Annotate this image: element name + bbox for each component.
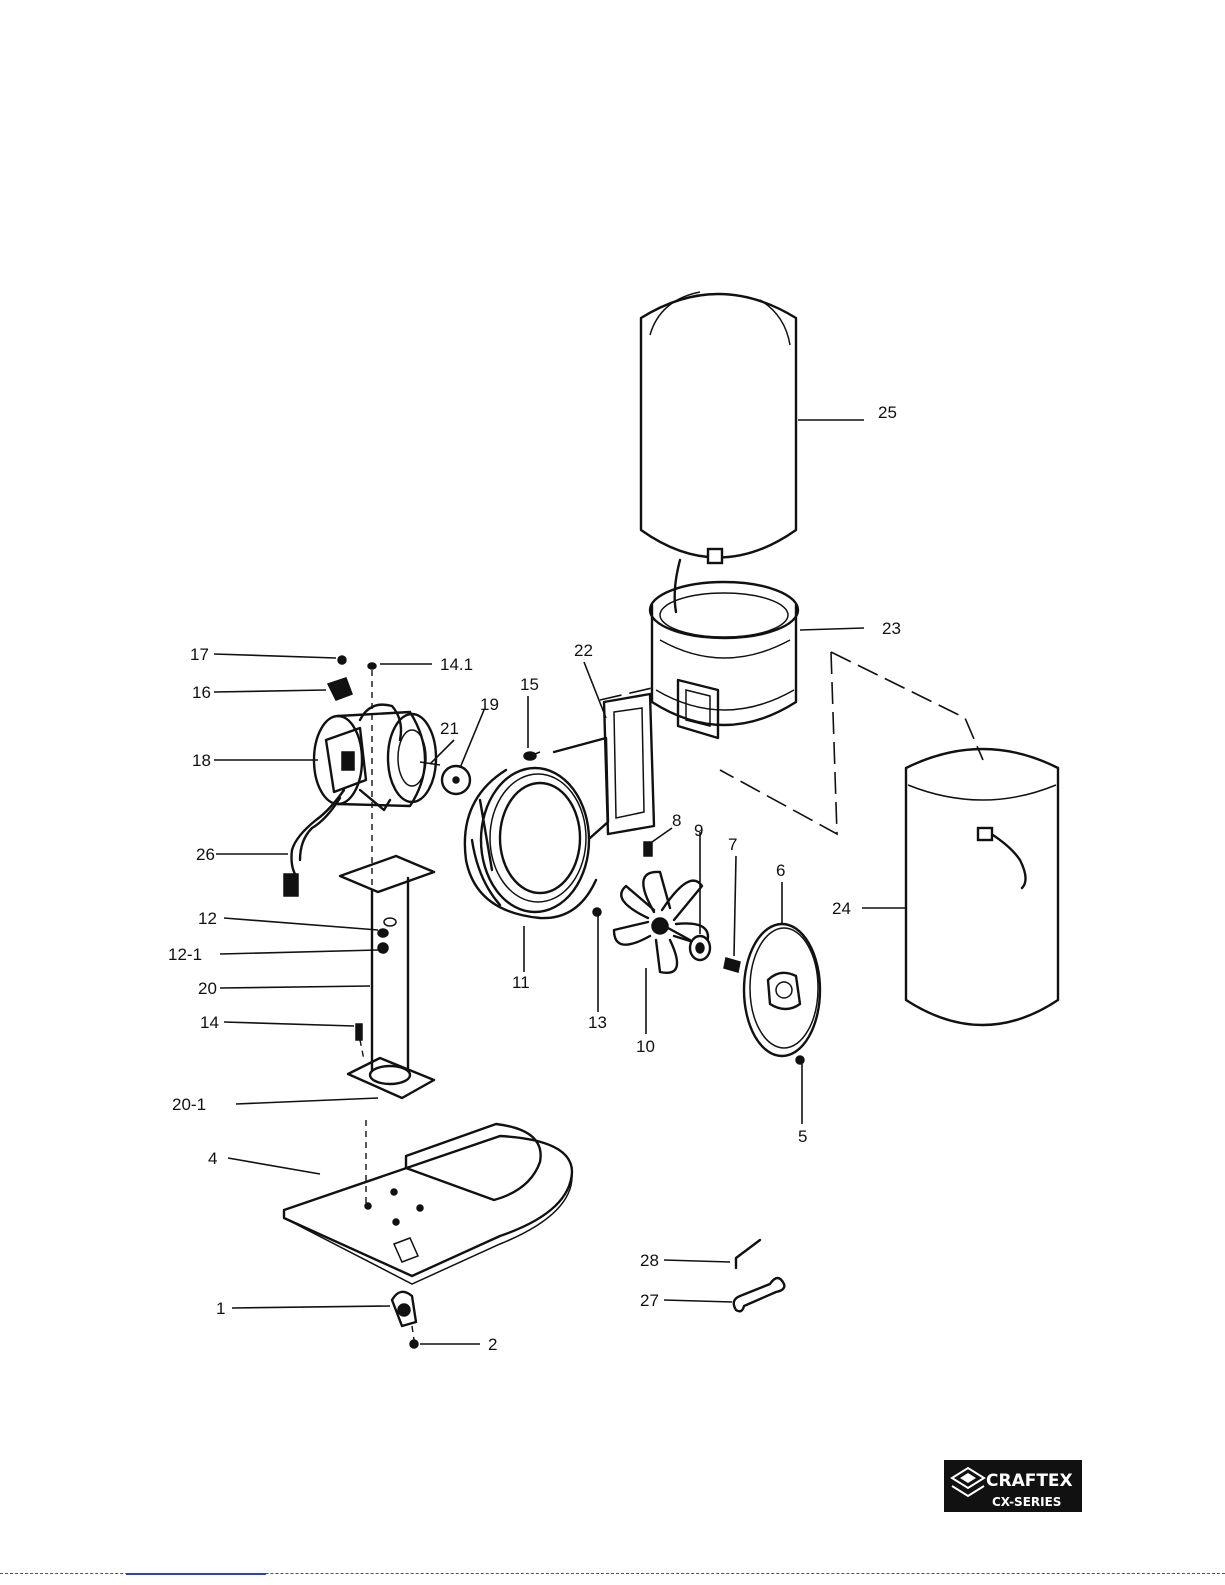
impeller-washer	[690, 936, 710, 960]
label-10: 10	[636, 1037, 655, 1056]
motor	[314, 705, 440, 810]
label-7: 7	[728, 835, 737, 854]
label-24: 24	[832, 899, 851, 918]
label-20: 20	[198, 979, 217, 998]
nut	[378, 929, 388, 937]
caster-screw	[410, 1326, 418, 1348]
label-23: 23	[882, 619, 901, 638]
switch	[328, 678, 352, 700]
label-17: 17	[190, 645, 209, 664]
label-14: 14	[200, 1013, 219, 1032]
label-13: 13	[588, 1013, 607, 1032]
wrench	[734, 1278, 785, 1311]
label-16: 16	[192, 683, 211, 702]
hex-key	[736, 1240, 760, 1268]
housing-screw	[593, 908, 601, 916]
label-26: 26	[196, 845, 215, 864]
label-5: 5	[798, 1127, 807, 1146]
housing-bolt	[524, 752, 540, 760]
label-25: 25	[878, 403, 897, 422]
label-21: 21	[440, 719, 459, 738]
label-6: 6	[776, 861, 785, 880]
label-15: 15	[520, 675, 539, 694]
blower-housing	[465, 738, 608, 918]
logo-series: CX-SERIES	[992, 1495, 1061, 1509]
label-2: 2	[488, 1335, 497, 1354]
label-12-1: 12-1	[168, 945, 202, 964]
inlet-cover	[744, 924, 820, 1056]
label-22: 22	[574, 641, 593, 660]
lower-dust-bag	[906, 749, 1058, 1025]
motor-screw	[368, 663, 376, 920]
label-20-1: 20-1	[172, 1095, 206, 1114]
switch-nut	[338, 656, 346, 664]
label-18: 18	[192, 751, 211, 770]
label-9: 9	[694, 821, 703, 840]
flange-screw	[356, 1024, 364, 1060]
caster	[392, 1292, 416, 1326]
assembly-line-drum-lower	[720, 652, 837, 834]
part-labels: 25 23 24 17 14.1 16 18 26 12 12-1 20 14 …	[168, 403, 901, 1354]
collector-drum	[650, 582, 798, 738]
flange-gasket	[604, 694, 654, 834]
craftex-logo: CRAFTEX CX-SERIES	[944, 1460, 1082, 1512]
impeller-bolt	[724, 958, 740, 972]
base-plate	[284, 1120, 572, 1284]
label-8: 8	[672, 811, 681, 830]
label-28: 28	[640, 1251, 659, 1270]
logo-brand: CRAFTEX	[986, 1471, 1073, 1491]
label-27: 27	[640, 1291, 659, 1310]
motor-column	[340, 856, 434, 1070]
cover-screw	[796, 1056, 804, 1064]
label-4: 4	[208, 1149, 217, 1168]
washer	[442, 766, 470, 794]
label-11: 11	[512, 973, 530, 992]
lock-washer	[378, 943, 388, 953]
label-14-1: 14.1	[440, 655, 473, 674]
column-flange	[348, 1058, 434, 1098]
label-19: 19	[480, 695, 499, 714]
set-screw	[644, 842, 652, 856]
power-cord	[284, 790, 344, 896]
assembly-line-drum-bag	[831, 652, 983, 760]
footer-link-underline	[126, 1569, 266, 1575]
label-1: 1	[216, 1299, 225, 1318]
label-12: 12	[198, 909, 217, 928]
upper-filter-bag	[641, 292, 796, 612]
